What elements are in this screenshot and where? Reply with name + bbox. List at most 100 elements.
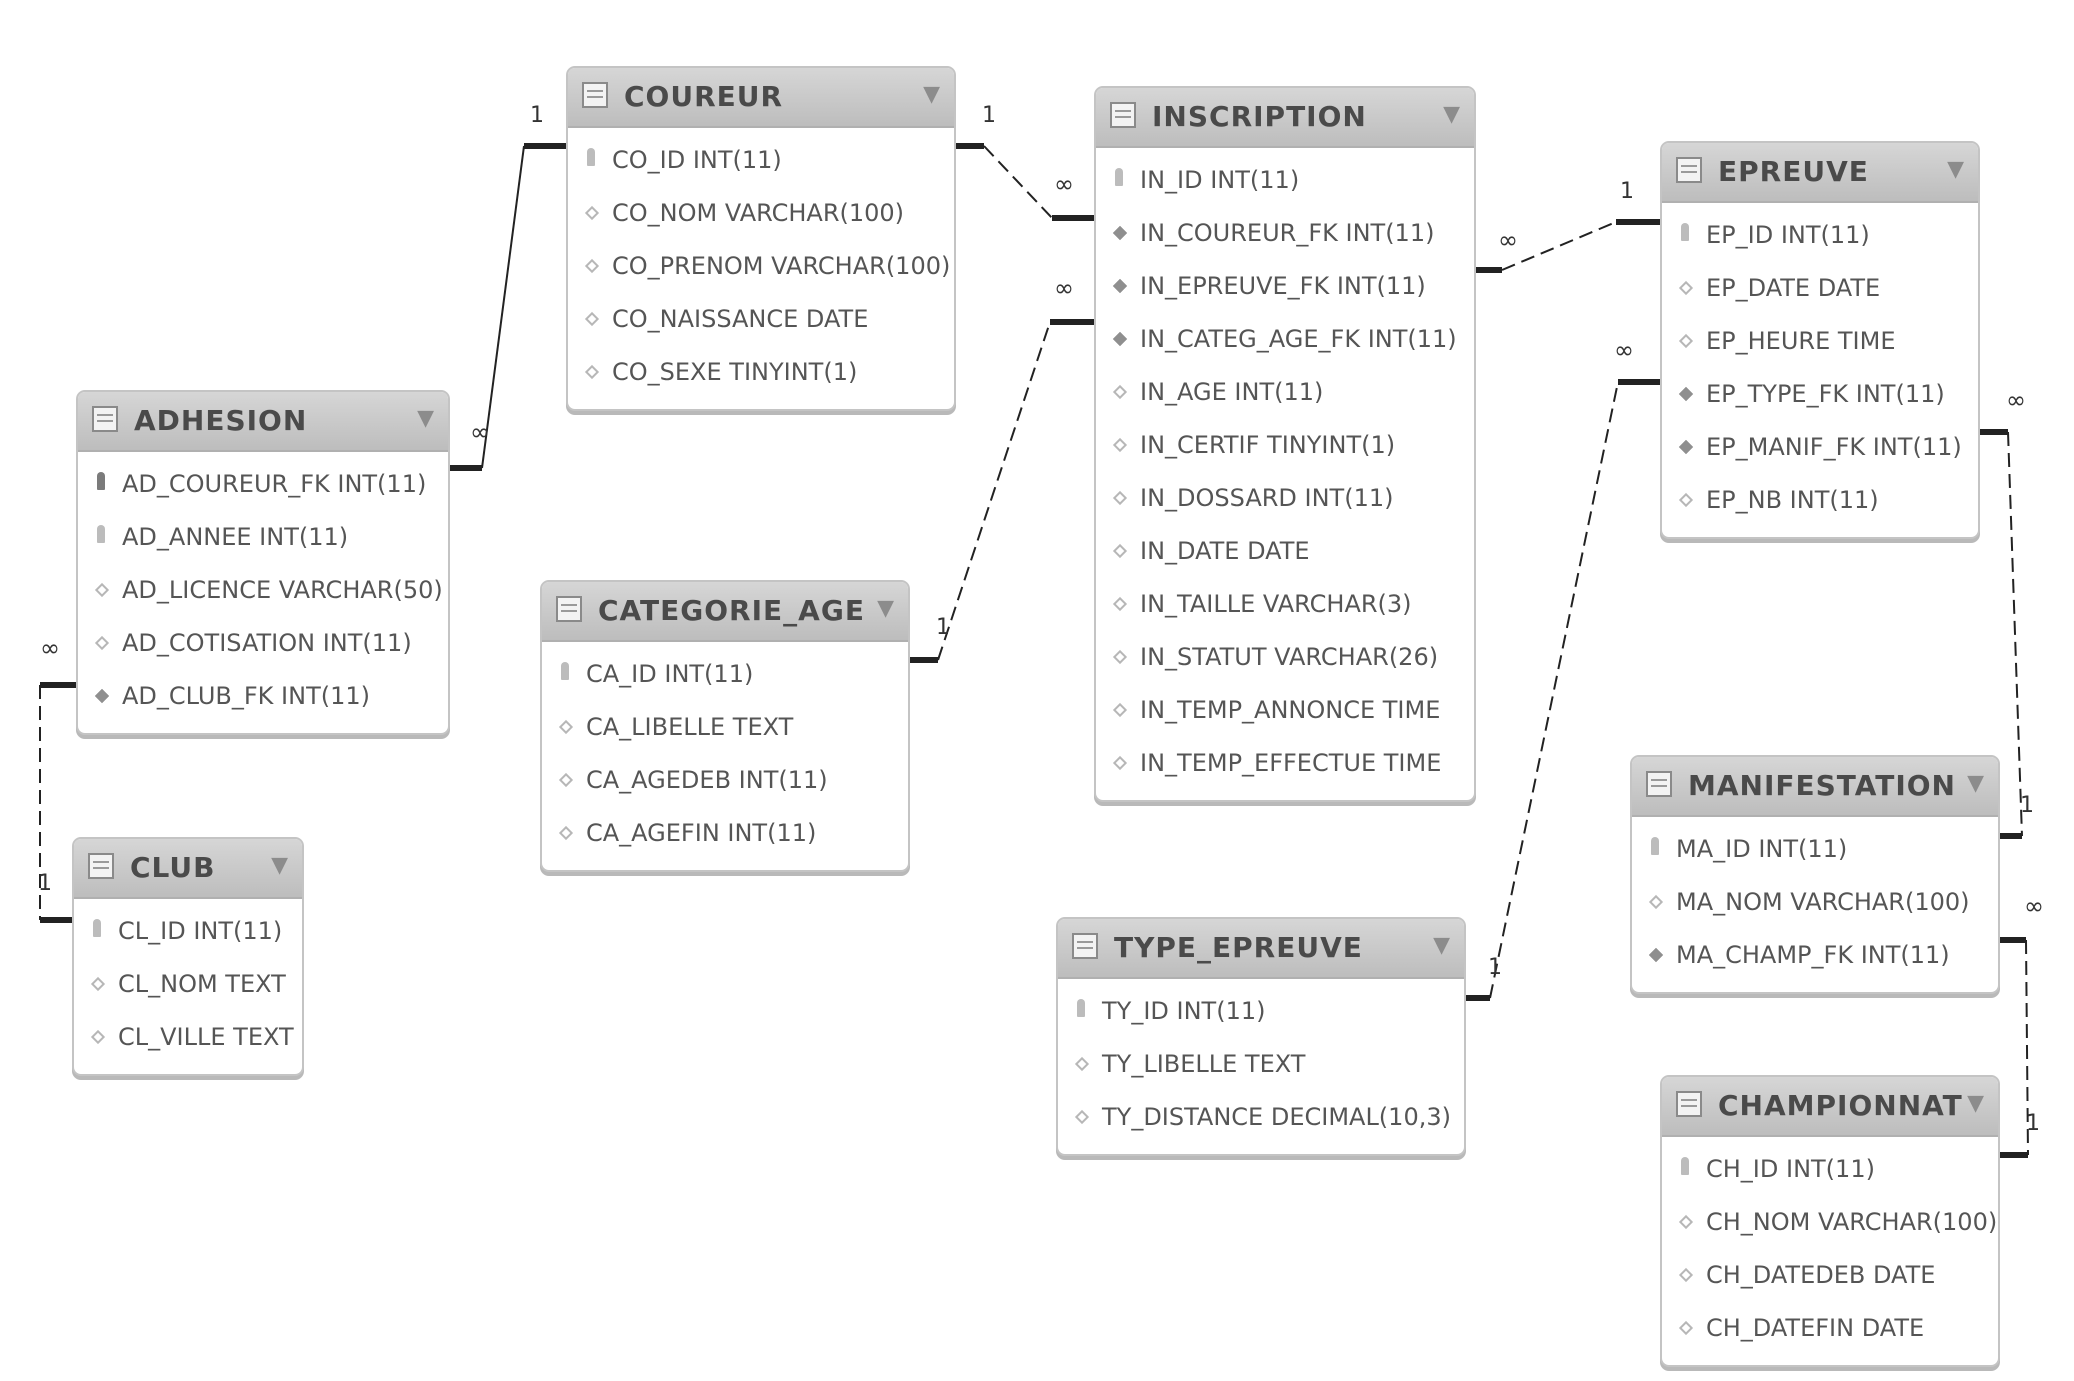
table-header[interactable]: EPREUVE▼	[1662, 143, 1978, 203]
column-row[interactable]: CO_NOM VARCHAR(100)	[568, 187, 954, 240]
column-row[interactable]: CA_AGEDEB INT(11)	[542, 754, 908, 807]
column-row[interactable]: CO_ID INT(11)	[568, 134, 954, 187]
table-header[interactable]: ADHESION▼	[78, 392, 448, 452]
cardinality-label: 1	[2026, 1111, 2040, 1136]
table-inscription[interactable]: INSCRIPTION▼ IN_ID INT(11) IN_COUREUR_FK I…	[1094, 86, 1476, 802]
key-icon	[1115, 168, 1123, 186]
table-championnat[interactable]: CHAMPIONNAT▼ CH_ID INT(11)CH_NOM VARCHAR(…	[1660, 1075, 2000, 1367]
column-row[interactable]: CL_NOM TEXT	[74, 958, 302, 1011]
column-row[interactable]: IN_CERTIF TINYINT(1)	[1096, 419, 1474, 472]
filled-diamond-icon	[1678, 439, 1694, 455]
hollow-diamond-icon	[1112, 384, 1128, 400]
relationship-adhesion-coureur[interactable]: ∞1	[446, 103, 566, 471]
relationship-categorie-inscription[interactable]: 1∞	[906, 274, 1094, 663]
column-row[interactable]: TY_LIBELLE TEXT	[1058, 1038, 1464, 1091]
table-categorie-age[interactable]: CATEGORIE_AGE▼ CA_ID INT(11)CA_LIBELLE TE…	[540, 580, 910, 872]
column-row[interactable]: IN_TAILLE VARCHAR(3)	[1096, 578, 1474, 631]
column-row[interactable]: MA_CHAMP_FK INT(11)	[1632, 929, 1998, 982]
hollow-diamond-icon	[584, 311, 600, 327]
column-row[interactable]: IN_COUREUR_FK INT(11)	[1096, 207, 1474, 260]
column-label: IN_ID INT(11)	[1140, 166, 1300, 194]
column-row[interactable]: TY_ID INT(11)	[1058, 985, 1464, 1038]
column-list: AD_COUREUR_FK INT(11) AD_ANNEE INT(11) AD_…	[78, 452, 448, 733]
table-type-epreuve[interactable]: TYPE_EPREUVE▼ TY_ID INT(11)TY_LIBELLE TEX…	[1056, 917, 1466, 1156]
collapse-triangle-icon[interactable]: ▼	[417, 406, 434, 431]
column-row[interactable]: CO_PRENOM VARCHAR(100)	[568, 240, 954, 293]
collapse-triangle-icon[interactable]: ▼	[923, 82, 940, 107]
column-row[interactable]: EP_TYPE_FK INT(11)	[1662, 368, 1978, 421]
relationship-type-epreuve[interactable]: 1∞	[1462, 336, 1660, 1001]
column-row[interactable]: IN_CATEG_AGE_FK INT(11)	[1096, 313, 1474, 366]
relationship-coureur-inscription[interactable]: 1∞	[952, 103, 1094, 221]
column-row[interactable]: IN_ID INT(11)	[1096, 154, 1474, 207]
column-row[interactable]: IN_TEMP_ANNONCE TIME	[1096, 684, 1474, 737]
column-row[interactable]: EP_HEURE TIME	[1662, 315, 1978, 368]
column-row[interactable]: AD_LICENCE VARCHAR(50)	[78, 564, 448, 617]
table-header[interactable]: CATEGORIE_AGE▼	[542, 582, 908, 642]
collapse-triangle-icon[interactable]: ▼	[1967, 771, 1984, 796]
column-row[interactable]: MA_ID INT(11)	[1632, 823, 1998, 876]
column-row[interactable]: IN_EPREUVE_FK INT(11)	[1096, 260, 1474, 313]
column-row[interactable]: CH_DATEFIN DATE	[1662, 1302, 1998, 1355]
column-row[interactable]: IN_AGE INT(11)	[1096, 366, 1474, 419]
table-adhesion[interactable]: ADHESION▼ AD_COUREUR_FK INT(11) AD_ANNEE I…	[76, 390, 450, 735]
column-row[interactable]: EP_NB INT(11)	[1662, 474, 1978, 527]
relationship-adhesion-club[interactable]: ∞1	[38, 634, 76, 923]
hollow-diamond-icon	[584, 364, 600, 380]
column-row[interactable]: MA_NOM VARCHAR(100)	[1632, 876, 1998, 929]
column-row[interactable]: CA_LIBELLE TEXT	[542, 701, 908, 754]
column-row[interactable]: IN_DATE DATE	[1096, 525, 1474, 578]
column-row[interactable]: CA_ID INT(11)	[542, 648, 908, 701]
column-row[interactable]: AD_CLUB_FK INT(11)	[78, 670, 448, 723]
collapse-triangle-icon[interactable]: ▼	[271, 853, 288, 878]
filled-diamond-icon	[1678, 386, 1694, 402]
column-row[interactable]: CH_NOM VARCHAR(100)	[1662, 1196, 1998, 1249]
column-row[interactable]: CO_SEXE TINYINT(1)	[568, 346, 954, 399]
column-row[interactable]: IN_STATUT VARCHAR(26)	[1096, 631, 1474, 684]
column-label: AD_ANNEE INT(11)	[122, 523, 349, 551]
key-icon	[93, 919, 101, 937]
column-row[interactable]: AD_COTISATION INT(11)	[78, 617, 448, 670]
column-row[interactable]: CH_DATEDEB DATE	[1662, 1249, 1998, 1302]
column-row[interactable]: CL_VILLE TEXT	[74, 1011, 302, 1064]
column-label: CA_AGEDEB INT(11)	[586, 766, 828, 794]
table-header[interactable]: CLUB▼	[74, 839, 302, 899]
table-header[interactable]: COUREUR▼	[568, 68, 954, 128]
collapse-triangle-icon[interactable]: ▼	[1967, 1091, 1984, 1116]
relationship-inscription-epreuve[interactable]: ∞1	[1472, 179, 1660, 273]
column-list: CO_ID INT(11) CO_NOM VARCHAR(100) CO_PRENO…	[568, 128, 954, 409]
column-label: CO_NOM VARCHAR(100)	[612, 199, 905, 227]
table-manifestation[interactable]: MANIFESTATION▼ MA_ID INT(11)MA_NOM VARCHA…	[1630, 755, 2000, 994]
collapse-triangle-icon[interactable]: ▼	[1433, 933, 1450, 958]
relationship-manifestation-championnat[interactable]: ∞1	[1996, 892, 2044, 1158]
relationship-epreuve-manifestation[interactable]: ∞1	[1976, 386, 2034, 839]
cardinality-label: ∞	[470, 418, 490, 446]
collapse-triangle-icon[interactable]: ▼	[1443, 102, 1460, 127]
column-row[interactable]: CA_AGEFIN INT(11)	[542, 807, 908, 860]
column-row[interactable]: EP_ID INT(11)	[1662, 209, 1978, 262]
column-label: CA_AGEFIN INT(11)	[586, 819, 817, 847]
hollow-diamond-icon	[1112, 437, 1128, 453]
hollow-diamond-icon	[558, 719, 574, 735]
table-coureur[interactable]: COUREUR▼ CO_ID INT(11) CO_NOM VARCHAR(100)…	[566, 66, 956, 411]
column-row[interactable]: CL_ID INT(11)	[74, 905, 302, 958]
column-row[interactable]: CH_ID INT(11)	[1662, 1143, 1998, 1196]
column-row[interactable]: IN_DOSSARD INT(11)	[1096, 472, 1474, 525]
column-row[interactable]: EP_MANIF_FK INT(11)	[1662, 421, 1978, 474]
cardinality-label: ∞	[1054, 170, 1074, 198]
cardinality-label: 1	[1488, 955, 1502, 980]
table-header[interactable]: CHAMPIONNAT▼	[1662, 1077, 1998, 1137]
column-row[interactable]: EP_DATE DATE	[1662, 262, 1978, 315]
collapse-triangle-icon[interactable]: ▼	[877, 596, 894, 621]
table-header[interactable]: TYPE_EPREUVE▼	[1058, 919, 1464, 979]
table-header[interactable]: INSCRIPTION▼	[1096, 88, 1474, 148]
collapse-triangle-icon[interactable]: ▼	[1947, 157, 1964, 182]
table-header[interactable]: MANIFESTATION▼	[1632, 757, 1998, 817]
column-row[interactable]: AD_COUREUR_FK INT(11)	[78, 458, 448, 511]
column-row[interactable]: AD_ANNEE INT(11)	[78, 511, 448, 564]
column-row[interactable]: CO_NAISSANCE DATE	[568, 293, 954, 346]
column-row[interactable]: IN_TEMP_EFFECTUE TIME	[1096, 737, 1474, 790]
column-row[interactable]: TY_DISTANCE DECIMAL(10,3)	[1058, 1091, 1464, 1144]
